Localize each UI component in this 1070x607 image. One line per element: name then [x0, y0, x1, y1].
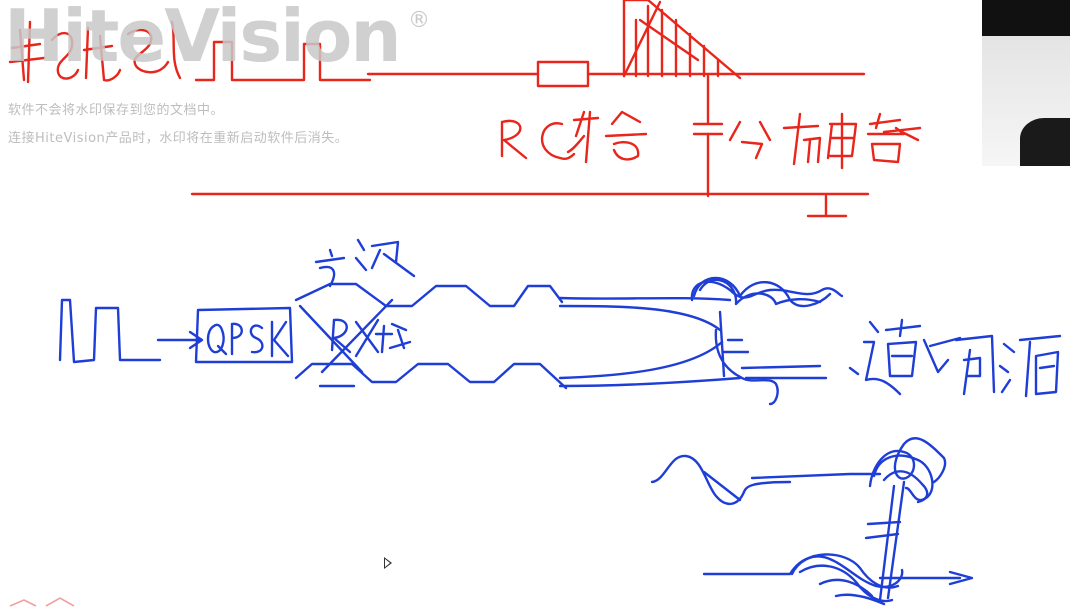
watermark-brand: HiteVision: [4, 0, 400, 78]
watermark-notice-line-1: 软件不会将水印保存到您的文档中。: [8, 99, 224, 118]
corner-ink-remnant: [10, 598, 74, 606]
camera-person-silhouette: [1020, 118, 1070, 166]
watermark-notice-line-2: 连接HiteVision产品时，水印将在重新启动软件后消失。: [8, 127, 348, 146]
camera-preview-thumbnail[interactable]: [982, 0, 1070, 166]
watermark-registered-mark: ®: [408, 8, 430, 33]
pointer-cursor-icon: [384, 557, 392, 569]
blue-ink-strokes: [60, 240, 1060, 604]
